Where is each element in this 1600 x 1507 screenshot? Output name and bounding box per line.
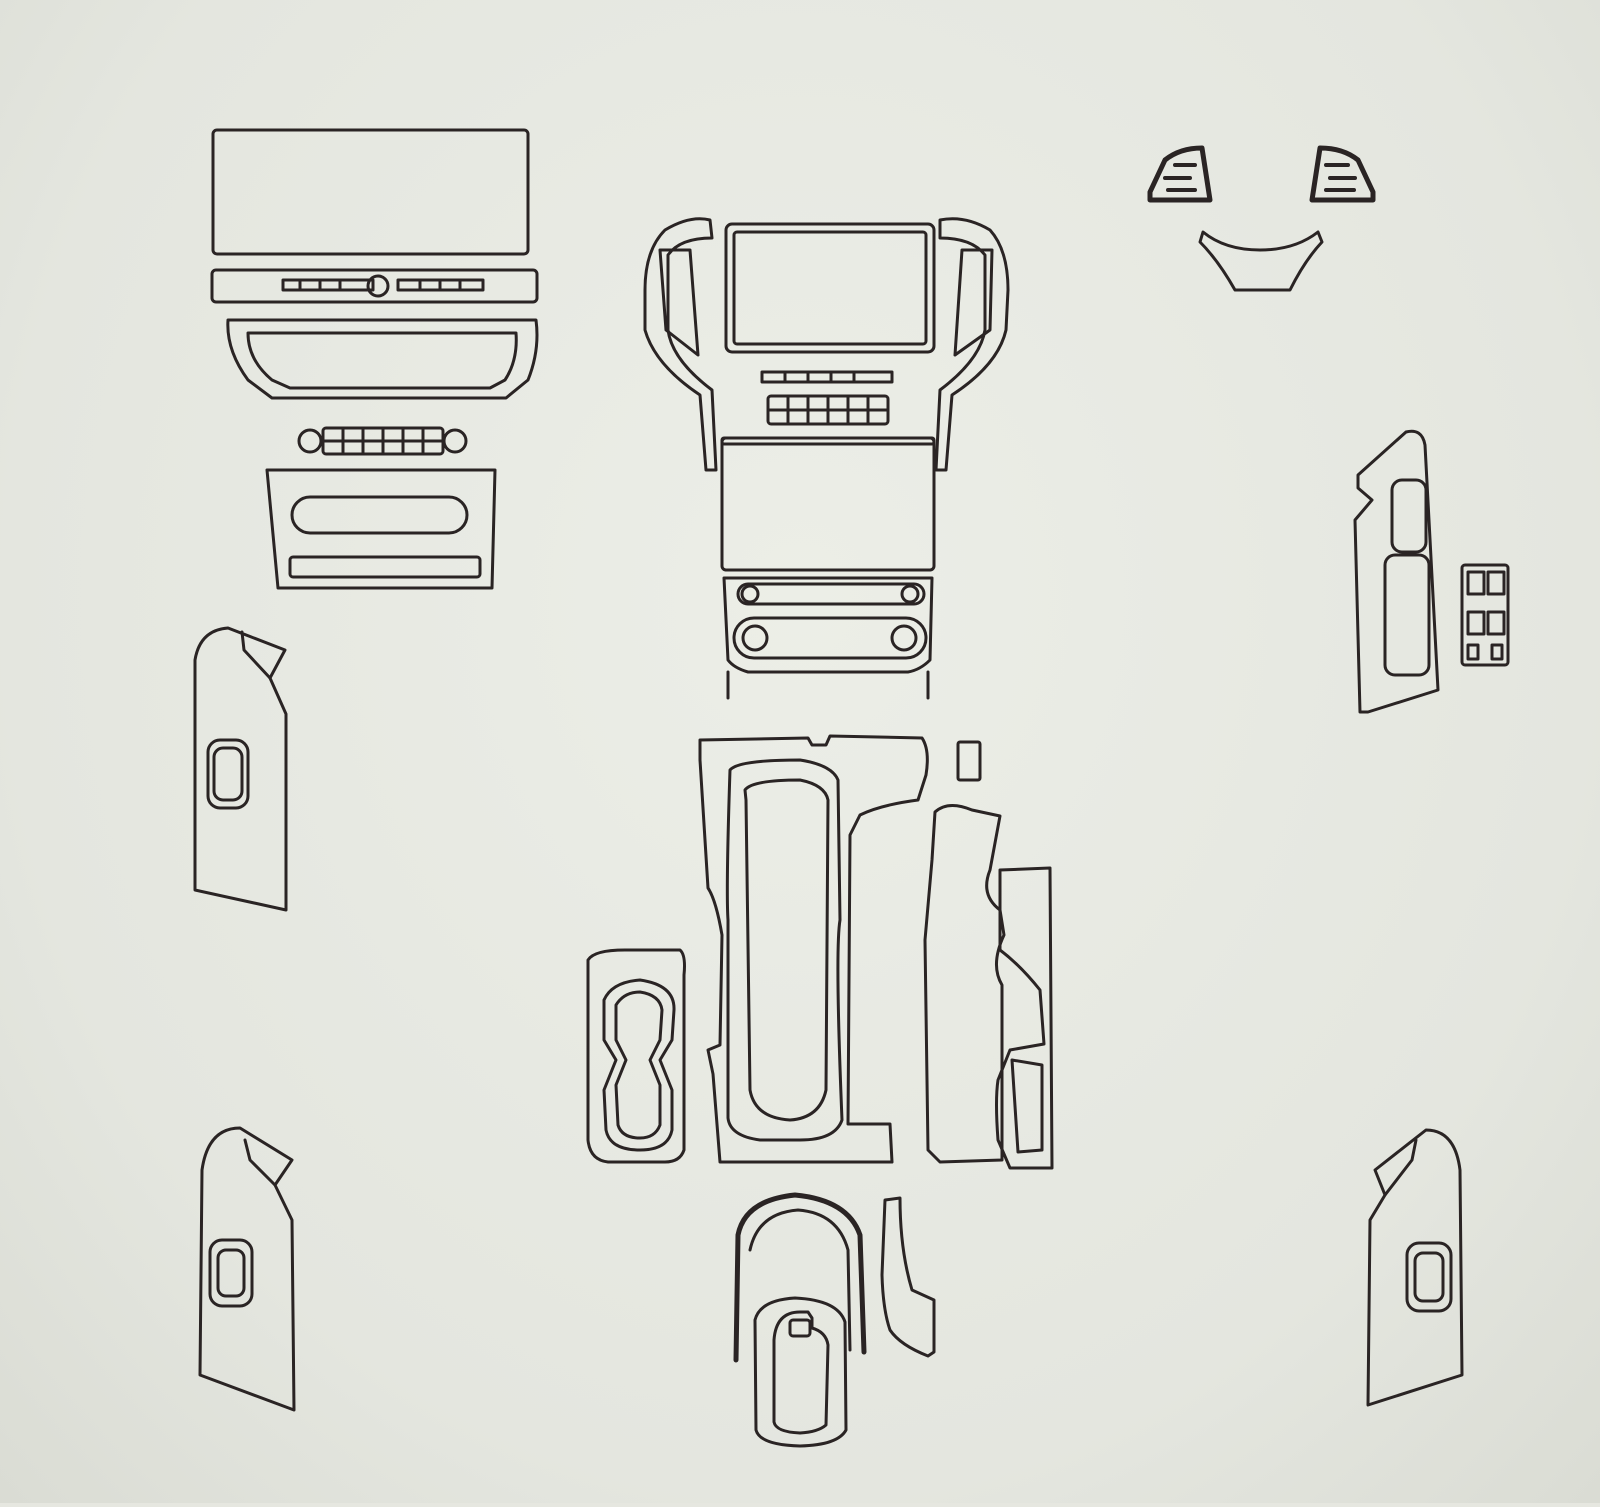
gear-shift-arch-trim (733, 1192, 867, 1363)
right-rear-door-switch-panel (1366, 1128, 1464, 1407)
dashboard-air-vent-strip (210, 268, 539, 304)
center-stack-left-bezel (643, 217, 718, 472)
gear-shift-surround-plate (753, 1296, 848, 1448)
center-stack-right-bezel (934, 217, 1010, 472)
console-left-side-trim (923, 804, 1006, 1164)
left-front-door-switch-panel (193, 626, 288, 912)
steering-wheel-right-switch-trim (1309, 145, 1376, 203)
center-stack-upper-screen (724, 222, 936, 354)
left-rear-door-switch-panel (198, 1126, 296, 1412)
center-stack-vent-buttons (760, 370, 894, 426)
gear-shift-side-strip (880, 1196, 936, 1358)
dashboard-control-panel (265, 468, 497, 590)
steering-wheel-left-switch-trim (1147, 145, 1213, 203)
right-front-door-switch-panel (1353, 429, 1440, 714)
cup-holder-panel (586, 948, 686, 1164)
console-right-side-trim (995, 866, 1054, 1170)
steering-wheel-lower-spoke-trim (1198, 230, 1324, 292)
right-window-switch-cluster (1460, 563, 1510, 667)
center-stack-lower-screen (720, 436, 936, 572)
center-console-main-panel (698, 734, 929, 1164)
dashboard-upper-screen-panel (211, 128, 530, 256)
console-small-cap-trim (956, 740, 982, 782)
dashboard-lower-frame-panel (226, 318, 539, 400)
dashboard-climate-button-row (297, 426, 468, 456)
center-stack-climate-panel (722, 576, 934, 700)
